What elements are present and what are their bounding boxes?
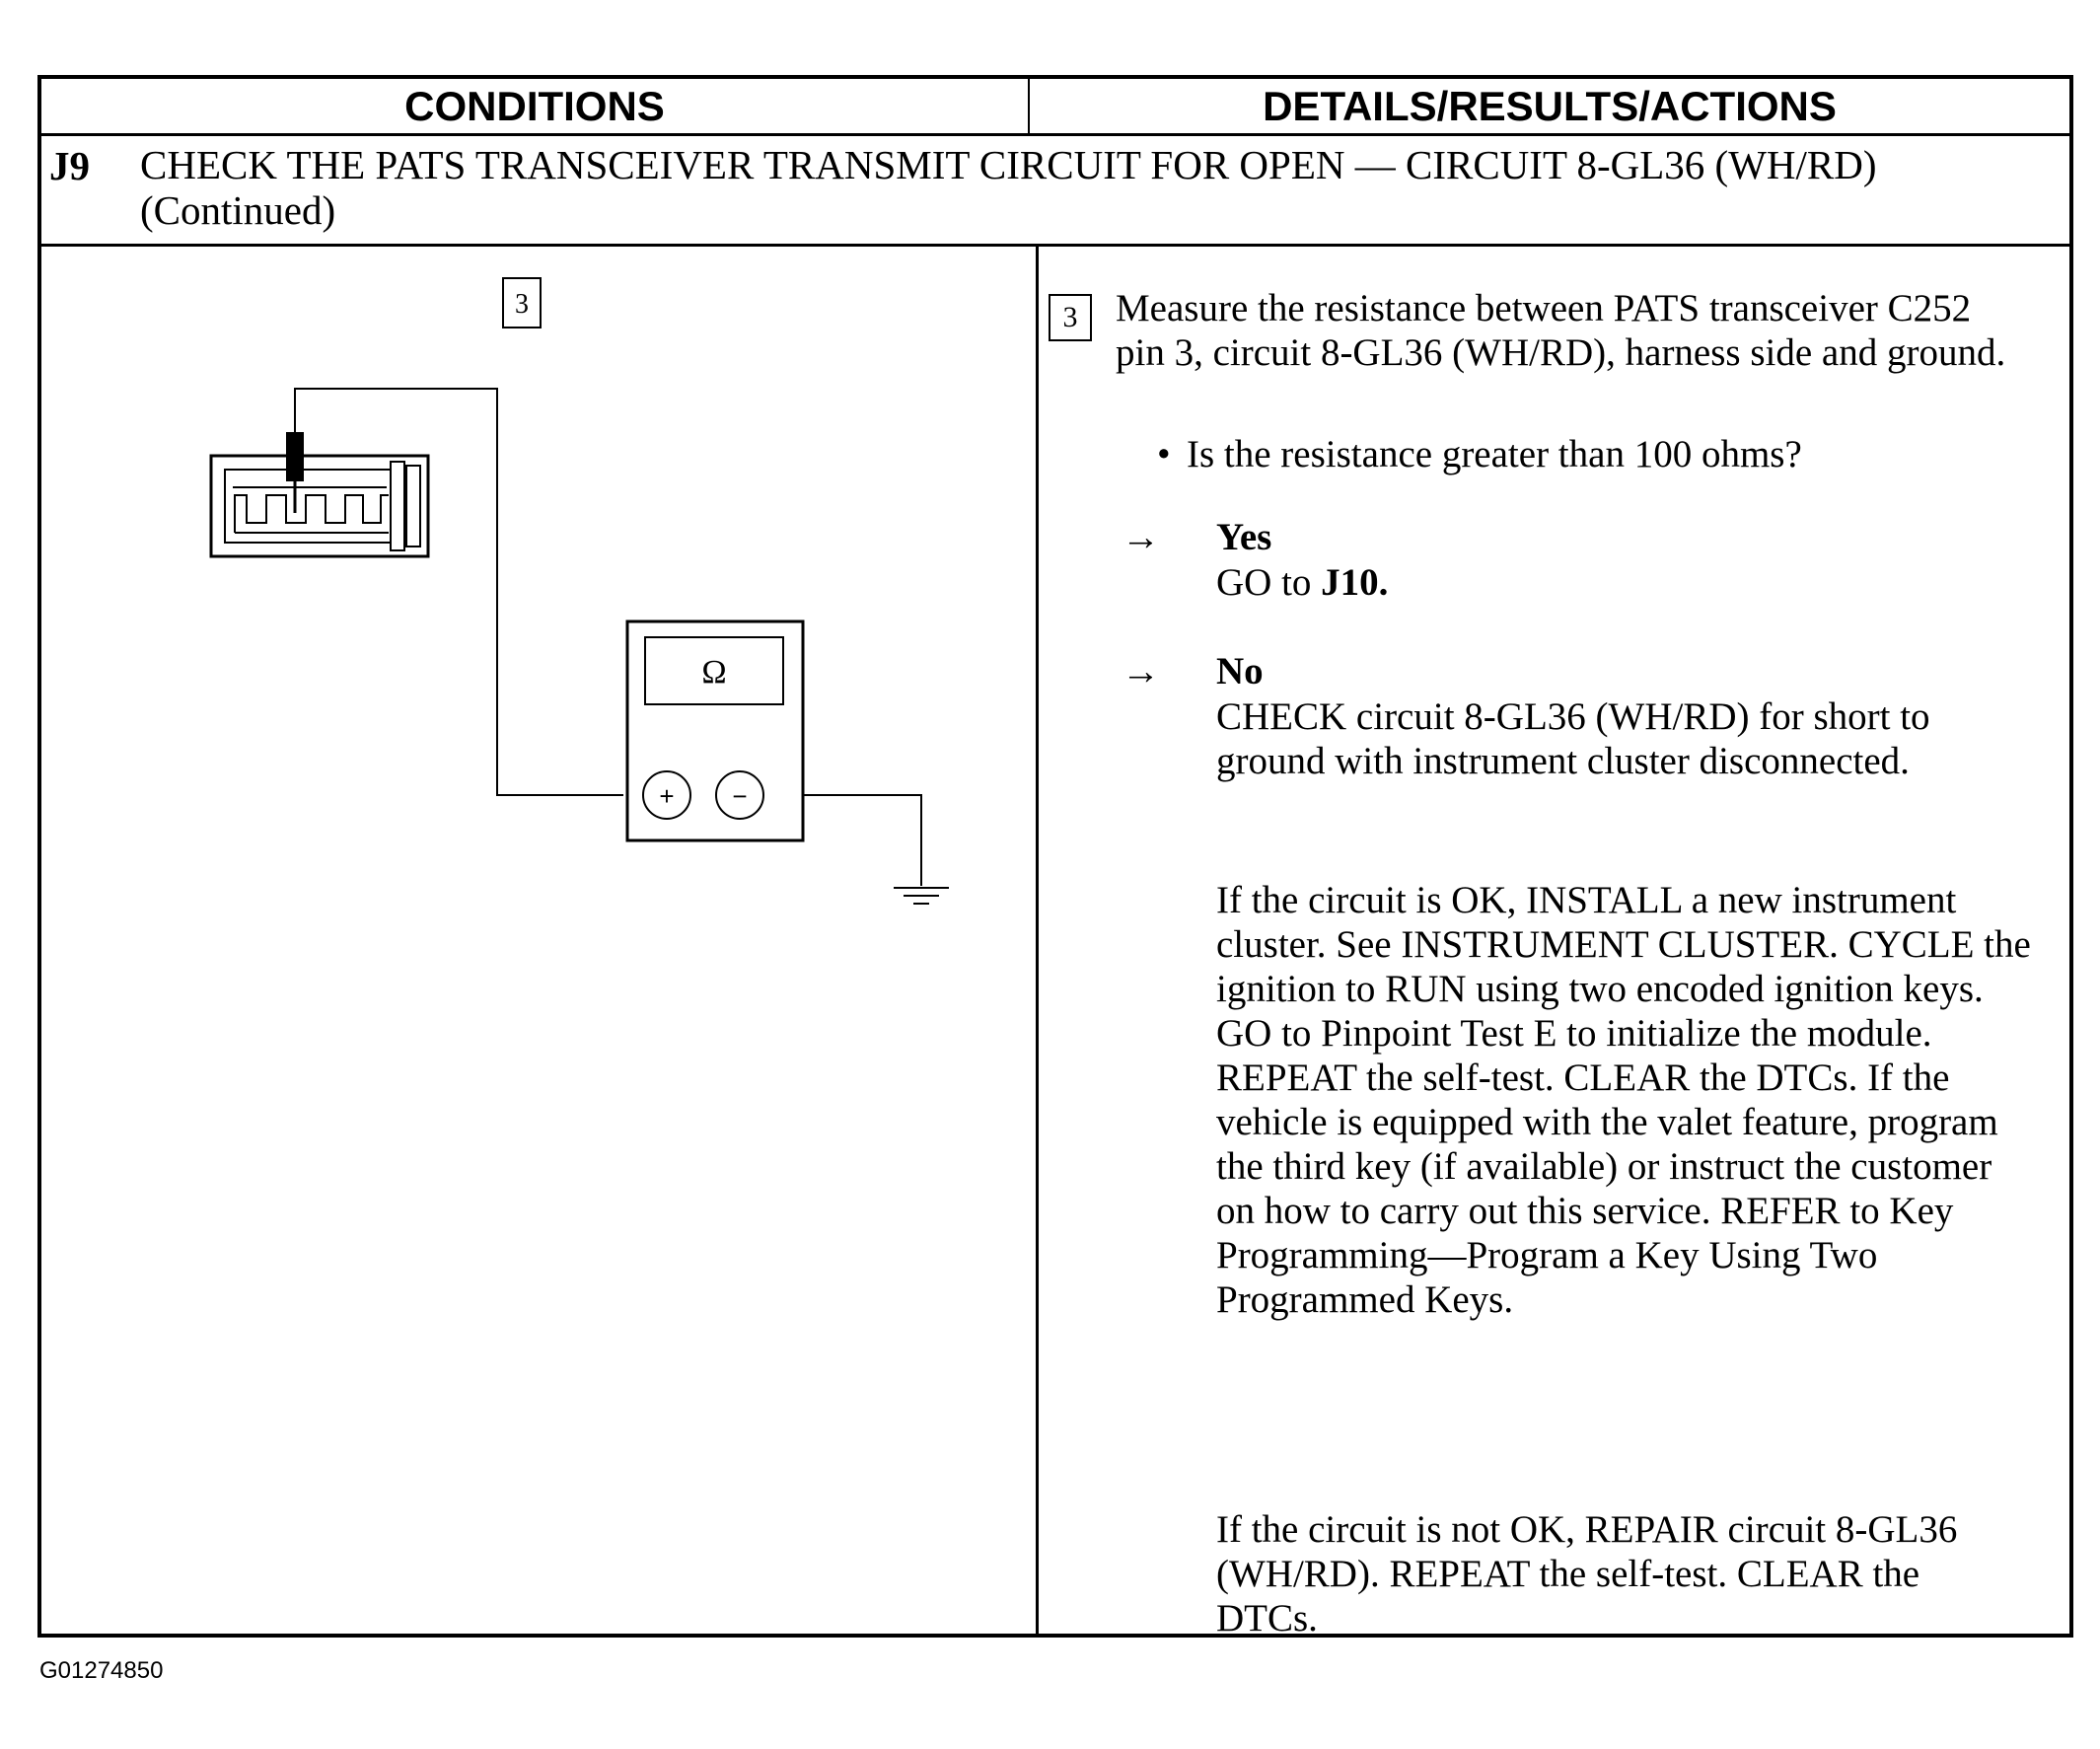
figure-id: G01274850: [39, 1657, 164, 1684]
conditions-header: CONDITIONS: [404, 83, 665, 129]
no-label: No: [1216, 650, 1264, 692]
meter-plus-terminal: +: [659, 781, 674, 811]
details-column: 3 Measure the resistance between PATS tr…: [1039, 247, 2069, 1640]
meter-display-symbol: Ω: [701, 654, 726, 691]
ground-symbol-icon: [894, 887, 949, 905]
resistance-question: Is the resistance greater than 100 ohms?: [1187, 433, 1802, 475]
measure-instruction: Measure the resistance between PATS tran…: [1116, 287, 2006, 374]
diagram-step-number: 3: [515, 289, 529, 320]
test-leads: [294, 388, 922, 886]
conditions-diagram: 3: [41, 247, 1036, 1638]
yes-label: Yes: [1216, 516, 1272, 558]
yes-action-target: J10.: [1321, 561, 1389, 604]
circuit-not-ok-instructions: If the circuit is not OK, REPAIR circuit…: [1216, 1508, 1958, 1640]
step-title: CHECK THE PATS TRANSCEIVER TRANSMIT CIRC…: [140, 142, 1877, 233]
step-id: J9: [49, 143, 90, 188]
column-divider: [1036, 247, 1039, 1634]
no-arrow-icon: →: [1122, 650, 1160, 692]
table-header: CONDITIONS DETAILS/RESULTS/ACTIONS: [41, 79, 2069, 136]
details-step-number: 3: [1049, 294, 1092, 341]
meter-minus-terminal: −: [732, 781, 747, 811]
circuit-diagram: 3: [209, 277, 949, 905]
step-row: J9 CHECK THE PATS TRANSCEIVER TRANSMIT C…: [41, 136, 2069, 247]
yes-action: GO to J10.: [1216, 560, 1388, 605]
header-divider: [1028, 79, 1030, 133]
ohmmeter-icon: Ω + −: [625, 619, 805, 842]
yes-arrow-icon: →: [1122, 516, 1160, 558]
circuit-ok-instructions: If the circuit is OK, INSTALL a new inst…: [1216, 879, 2031, 1321]
no-action: CHECK circuit 8-GL36 (WH/RD) for short t…: [1216, 695, 1930, 782]
procedure-table: CONDITIONS DETAILS/RESULTS/ACTIONS J9 CH…: [37, 75, 2073, 1640]
bullet-icon: •: [1157, 433, 1171, 475]
connector-icon: [209, 432, 430, 558]
yes-action-prefix: GO to: [1216, 561, 1322, 604]
details-header: DETAILS/RESULTS/ACTIONS: [1263, 83, 1837, 129]
diagram-step-box: 3: [502, 277, 542, 328]
